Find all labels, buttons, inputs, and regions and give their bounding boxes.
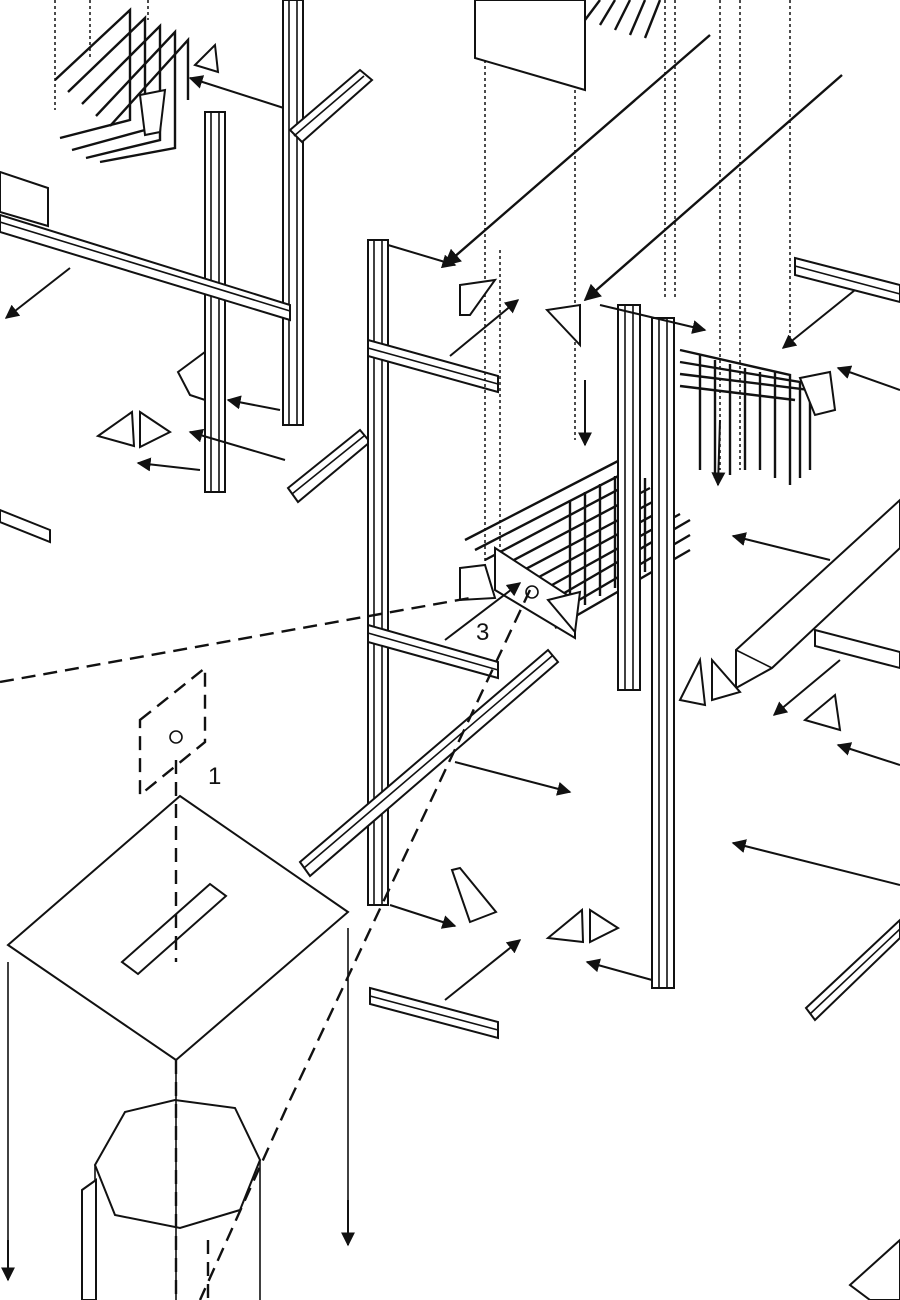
bracket-pair-left <box>95 410 172 449</box>
dashed-component-outline <box>138 665 207 798</box>
panel-top-center <box>474 0 662 590</box>
rail-left-mid <box>286 428 372 504</box>
post-lower-left <box>81 1178 97 1300</box>
upright-main-left <box>367 239 389 906</box>
pedestal-octagon-body <box>93 1098 262 1300</box>
callout-three: 3 <box>476 619 489 646</box>
bracket-top-left-a <box>193 42 220 74</box>
bracket-right-edge <box>798 370 837 417</box>
bracket-center-a <box>459 278 498 316</box>
bracket-right-low <box>802 693 842 732</box>
bracket-plate-right <box>546 590 582 635</box>
pedestal-top-plate <box>6 794 350 1062</box>
callout-one: 1 <box>208 763 221 790</box>
plate-corner-lower-right <box>848 1238 900 1300</box>
fin-stack-right <box>679 348 812 485</box>
beam-left-long <box>0 213 291 322</box>
fin-cluster-top-left <box>54 0 190 164</box>
upright-right-b <box>651 317 675 989</box>
rail-upper-left-short <box>288 68 374 144</box>
bracket-top-left-b <box>138 88 167 137</box>
upright-right-a <box>617 304 641 691</box>
rail-diagonal-center <box>298 648 560 878</box>
crossbar-lower <box>367 623 499 680</box>
rail-right-top <box>794 256 900 304</box>
bracket-left-tall <box>176 350 206 402</box>
bracket-lower-center <box>450 866 498 924</box>
bracket-pair-lower <box>545 907 621 944</box>
beam-right-heavy <box>735 498 900 690</box>
block-left-edge <box>0 170 49 228</box>
bracket-plate-left <box>459 563 497 602</box>
crossbar-upper <box>367 338 499 394</box>
bracket-pair-right <box>678 656 742 707</box>
rail-lower-short <box>369 986 499 1040</box>
rail-lower-right <box>804 918 900 1022</box>
rail-left-edge-stub <box>0 508 51 544</box>
bracket-center-b <box>544 303 581 348</box>
rail-right-mid <box>814 628 900 670</box>
post-center-left <box>204 111 226 493</box>
mounting-plate-center <box>494 546 576 640</box>
post-upper-left <box>282 0 304 426</box>
